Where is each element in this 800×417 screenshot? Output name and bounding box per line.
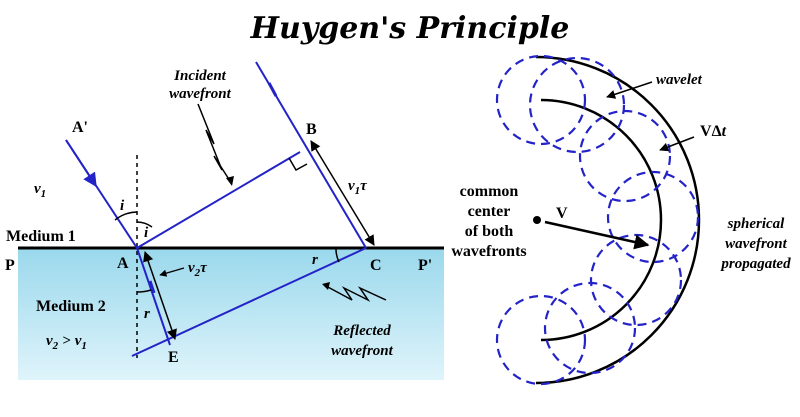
wavelet-label: wavelet — [656, 72, 703, 88]
wavelet-circle — [589, 233, 683, 327]
angle-arc-i-upper — [114, 211, 138, 221]
medium-2-label: Medium 2 — [36, 298, 106, 315]
v2tau-label: v2τ — [188, 260, 208, 279]
point-a-prime: A' — [72, 119, 88, 136]
reflection-diagram: A' B A C E P P' Medium 1 Medium 2 i i r … — [5, 61, 444, 380]
diagram-title: Huygen's Principle — [250, 11, 570, 46]
medium-1-label: Medium 1 — [6, 228, 76, 245]
incident-wavefront-label-2: wavefront — [169, 86, 231, 102]
angle-i-lower: i — [144, 225, 149, 241]
incident-wavefront-ab — [136, 151, 301, 249]
point-c: C — [370, 257, 382, 274]
v1tau-arrow — [310, 140, 375, 246]
velocity-label: V — [556, 205, 568, 222]
angle-i-upper: i — [120, 198, 125, 214]
reflected-pointer-head — [322, 282, 330, 290]
incident-pointer-head — [226, 176, 234, 186]
velocity-arrow — [544, 220, 650, 250]
reflected-wavefront-label-2: wavefront — [331, 343, 393, 359]
spherical-label-2: wavefront — [725, 236, 787, 252]
point-p-prime: P' — [418, 257, 432, 274]
v2-gt-v1-label: v2>v1 — [46, 333, 87, 352]
point-e: E — [168, 349, 179, 366]
wavelet-circle — [578, 109, 672, 203]
wavelet-circle — [543, 281, 637, 375]
angle-r-lower: r — [144, 306, 150, 322]
incident-wavefront-label-1: Incident — [173, 68, 227, 84]
medium-2-region — [18, 248, 444, 380]
angle-r-c: r — [312, 252, 318, 268]
wavelet-circle — [495, 294, 587, 386]
point-b: B — [306, 121, 317, 138]
right-angle-mark-b — [288, 157, 308, 172]
wavelet-pointer — [606, 81, 653, 99]
spherical-label-1: spherical — [727, 216, 786, 232]
wavelet-circle — [528, 56, 626, 154]
wavelet-circle — [495, 54, 587, 146]
initial-wavefront-arc — [540, 98, 663, 342]
common-center-label-4: wavefronts — [451, 243, 526, 260]
angle-arc-r-lower — [136, 289, 152, 293]
incident-ray-b-tick — [267, 82, 278, 97]
incident-label-pointer — [197, 103, 233, 185]
common-center-dot — [533, 216, 541, 224]
point-a: A — [117, 255, 129, 272]
reflected-wavefront-label-1: Reflected — [332, 323, 391, 339]
wavefront-diagram: wavelet VΔt V common center of both wave… — [451, 54, 791, 386]
reflected-label-pointer — [325, 285, 387, 302]
v1tau-label: v1τ — [348, 178, 368, 197]
incident-ray-a-arrow — [65, 139, 97, 188]
spherical-label-3: propagated — [719, 256, 791, 272]
common-center-label-3: of both — [465, 223, 514, 240]
vdt-pointer — [659, 136, 695, 152]
point-p: P — [5, 257, 15, 274]
common-center-label-2: center — [468, 203, 511, 220]
common-center-label-1: common — [460, 183, 519, 200]
wavelet-circle — [606, 170, 700, 264]
angle-arc-r-c — [335, 247, 340, 263]
v1-label: v1 — [34, 181, 46, 200]
v2tau-label-pointer — [159, 267, 185, 277]
vdt-label: VΔt — [700, 123, 727, 140]
angle-arc-i-lower — [136, 221, 153, 228]
v2tau-arrow — [143, 251, 177, 340]
